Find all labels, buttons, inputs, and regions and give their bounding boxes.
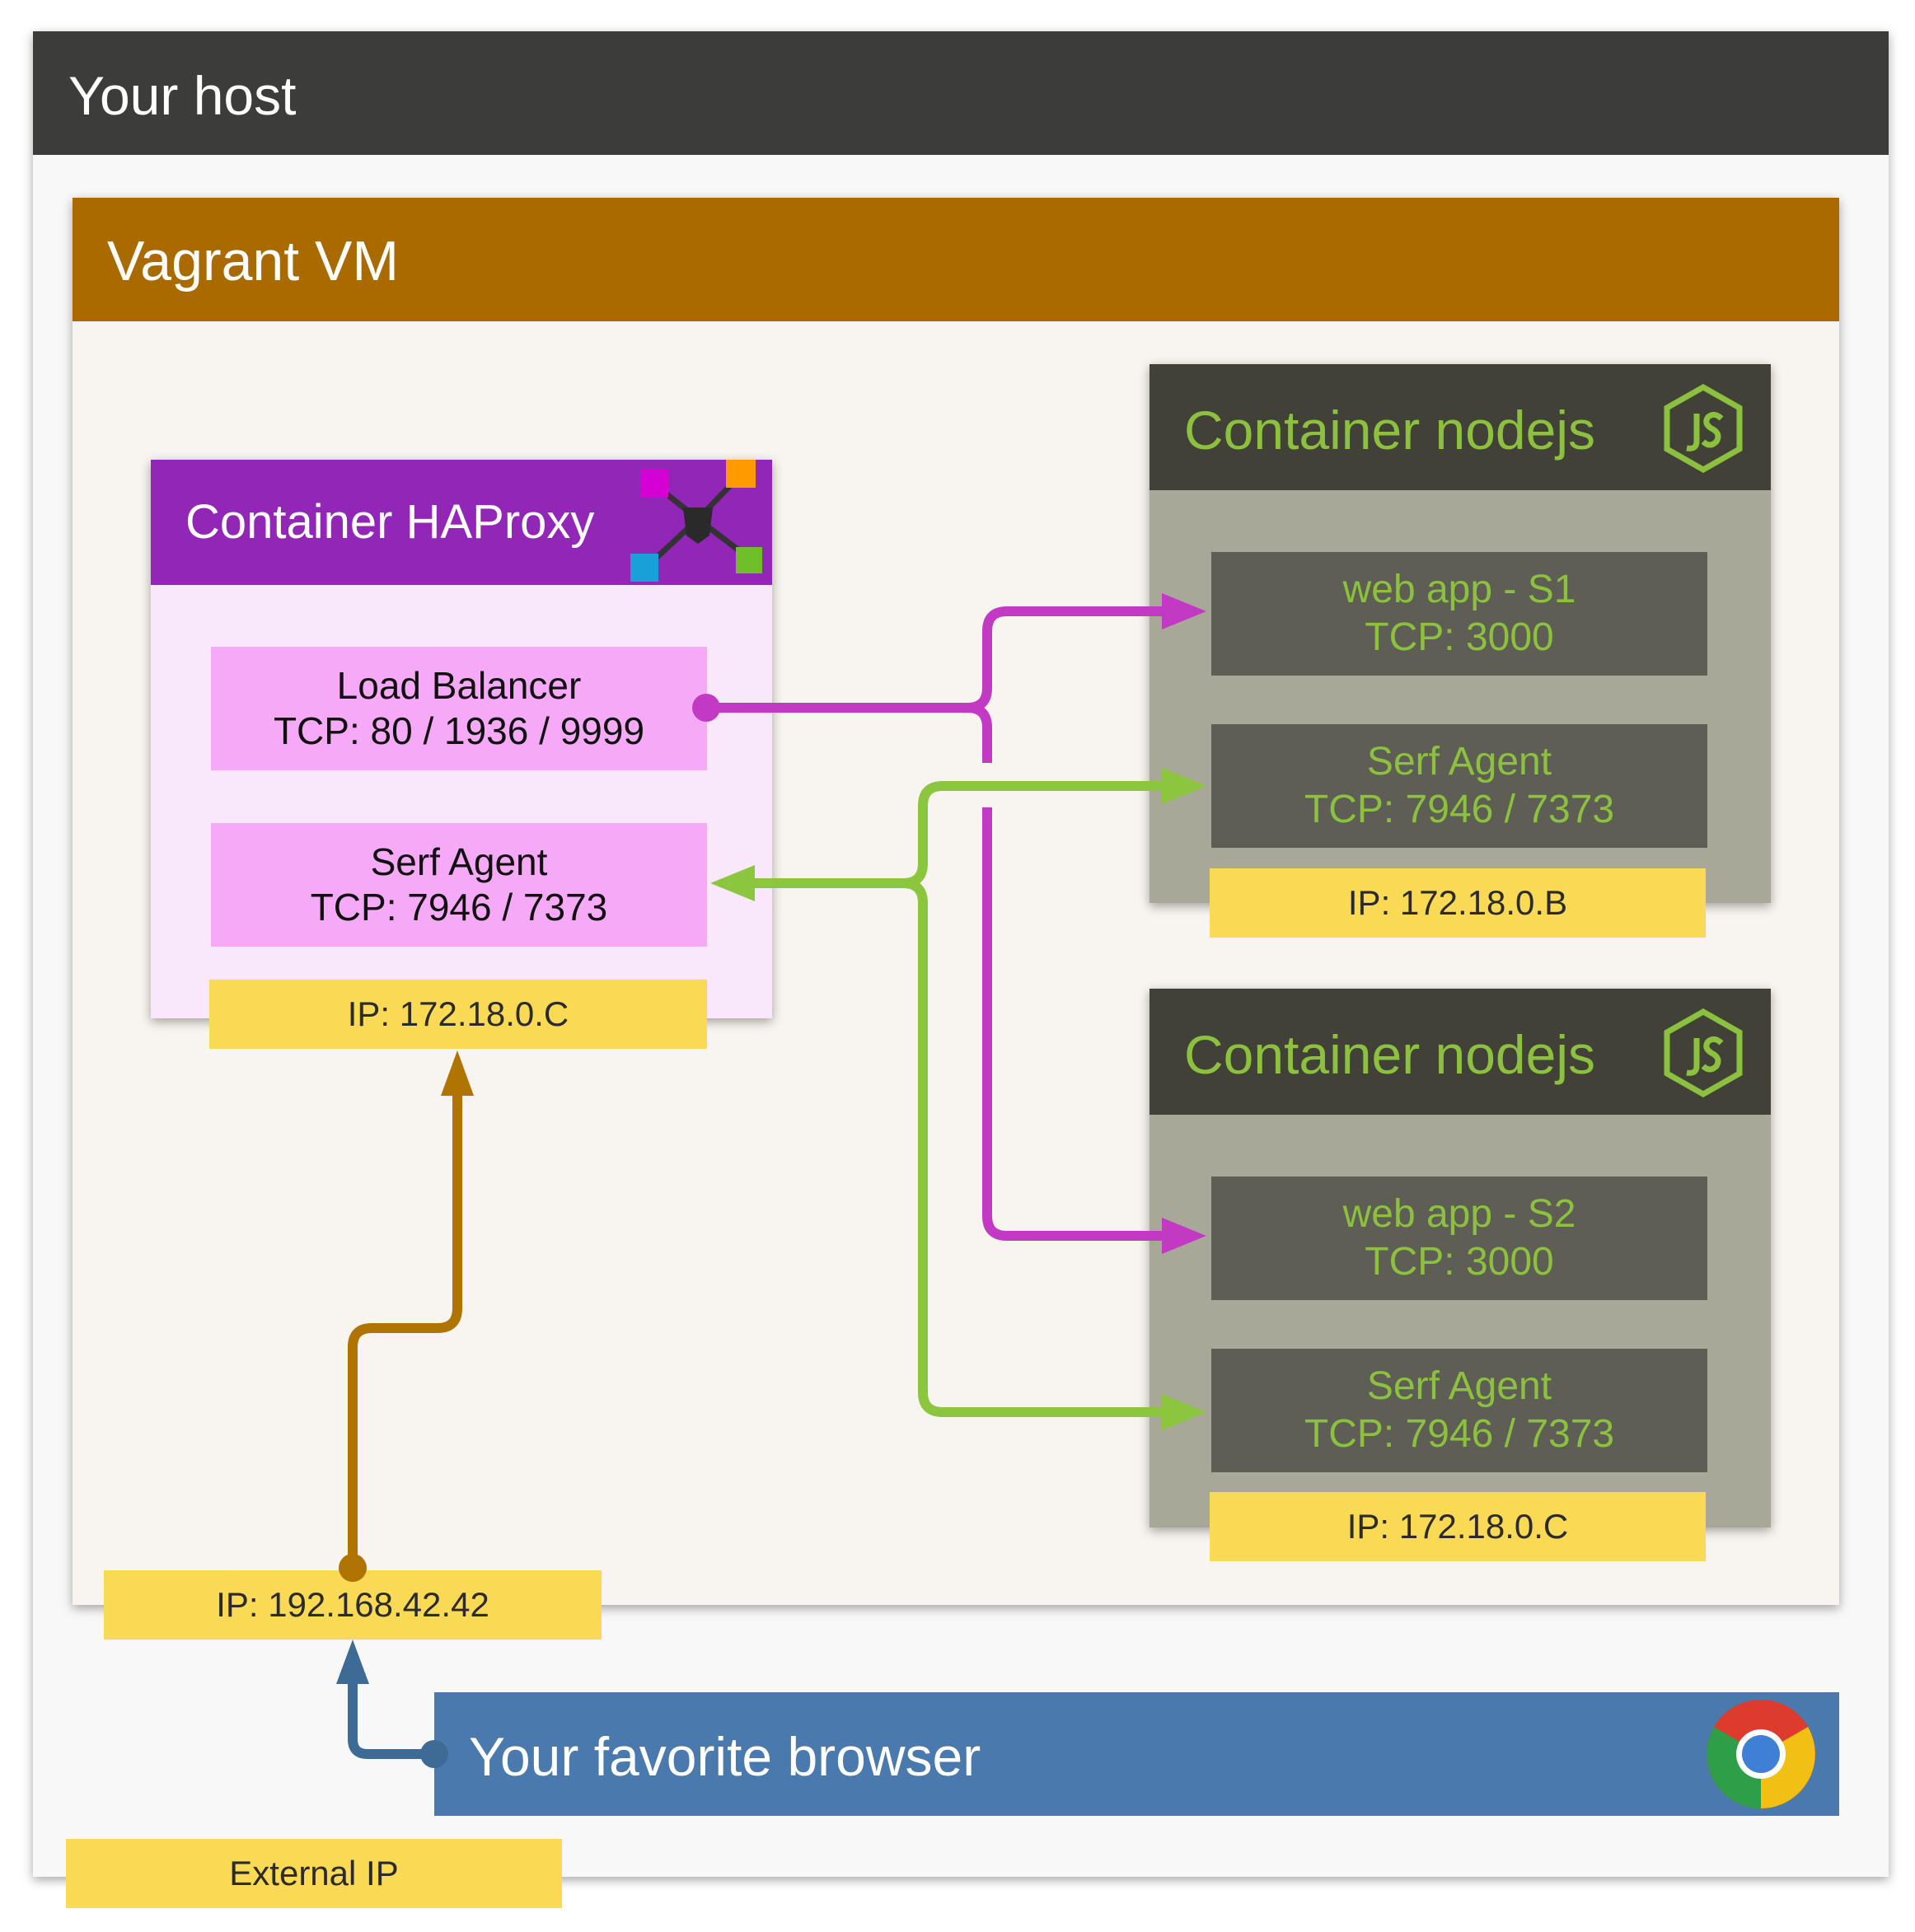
load-balancer-box: Load Balancer TCP: 80 / 1936 / 9999 [211, 647, 707, 770]
chrome-icon [1707, 1700, 1815, 1808]
haproxy-serf-agent-box: Serf Agent TCP: 7946 / 7373 [211, 823, 707, 947]
haproxy-title: Container HAProxy [185, 495, 595, 549]
blue-connector [336, 1640, 448, 1768]
haproxy-serf-ports: TCP: 7946 / 7373 [310, 886, 608, 929]
nodejs-container-2: Container nodejs web app - S2 TCP: 3000 … [1149, 989, 1771, 1527]
nodejs-1-serf-ports: TCP: 7946 / 7373 [1304, 788, 1615, 831]
host-header: Your host [33, 31, 1889, 155]
nodejs-container-1: Container nodejs web app - S1 TCP: 3000 … [1149, 364, 1771, 903]
green-connector [710, 768, 1206, 1430]
load-balancer-label: Load Balancer [336, 663, 582, 707]
nodejs-2-title: Container nodejs [1184, 1024, 1595, 1085]
haproxy-ip-label: IP: 172.18.0.C [209, 980, 707, 1049]
magenta-connector [692, 593, 1206, 1254]
webapp-s1-box: web app - S1 TCP: 3000 [1211, 552, 1707, 676]
browser-bar: Your favorite browser [434, 1692, 1839, 1816]
nodejs-2-serf-ports: TCP: 7946 / 7373 [1304, 1412, 1615, 1456]
nodejs-1-serf-agent-box: Serf Agent TCP: 7946 / 7373 [1211, 724, 1707, 848]
nodejs-icon [1664, 1008, 1743, 1097]
webapp-s2-box: web app - S2 TCP: 3000 [1211, 1177, 1707, 1300]
haproxy-container: Container HAProxy Load Balancer TCP: 80 … [151, 460, 772, 1018]
webapp-s1-ports: TCP: 3000 [1365, 615, 1554, 659]
host-title: Your host [68, 65, 297, 126]
nodejs-1-ip-label: IP: 172.18.0.B [1210, 868, 1706, 938]
browser-title: Your favorite browser [469, 1726, 981, 1787]
nodejs-1-serf-label: Serf Agent [1366, 740, 1552, 784]
nodejs-1-title: Container nodejs [1184, 400, 1595, 461]
nodejs-icon [1664, 384, 1743, 473]
haproxy-header: Container HAProxy [151, 460, 772, 585]
webapp-s2-ports: TCP: 3000 [1365, 1240, 1554, 1284]
nodejs-2-header: Container nodejs [1149, 989, 1771, 1115]
haproxy-serf-label: Serf Agent [370, 840, 548, 883]
webapp-s1-label: web app - S1 [1342, 568, 1576, 612]
vm-title: Vagrant VM [107, 230, 400, 292]
haproxy-network-icon [630, 460, 762, 582]
load-balancer-ports: TCP: 80 / 1936 / 9999 [273, 709, 645, 752]
nodejs-2-serf-agent-box: Serf Agent TCP: 7946 / 7373 [1211, 1349, 1707, 1472]
webapp-s2-label: web app - S2 [1342, 1192, 1576, 1237]
brown-connector [339, 1050, 474, 1582]
nodejs-2-serf-label: Serf Agent [1366, 1364, 1552, 1409]
nodejs-2-ip-label: IP: 172.18.0.C [1210, 1492, 1706, 1561]
nodejs-1-header: Container nodejs [1149, 364, 1771, 490]
vm-header: Vagrant VM [73, 198, 1839, 321]
external-ip-label: External IP [66, 1839, 562, 1908]
